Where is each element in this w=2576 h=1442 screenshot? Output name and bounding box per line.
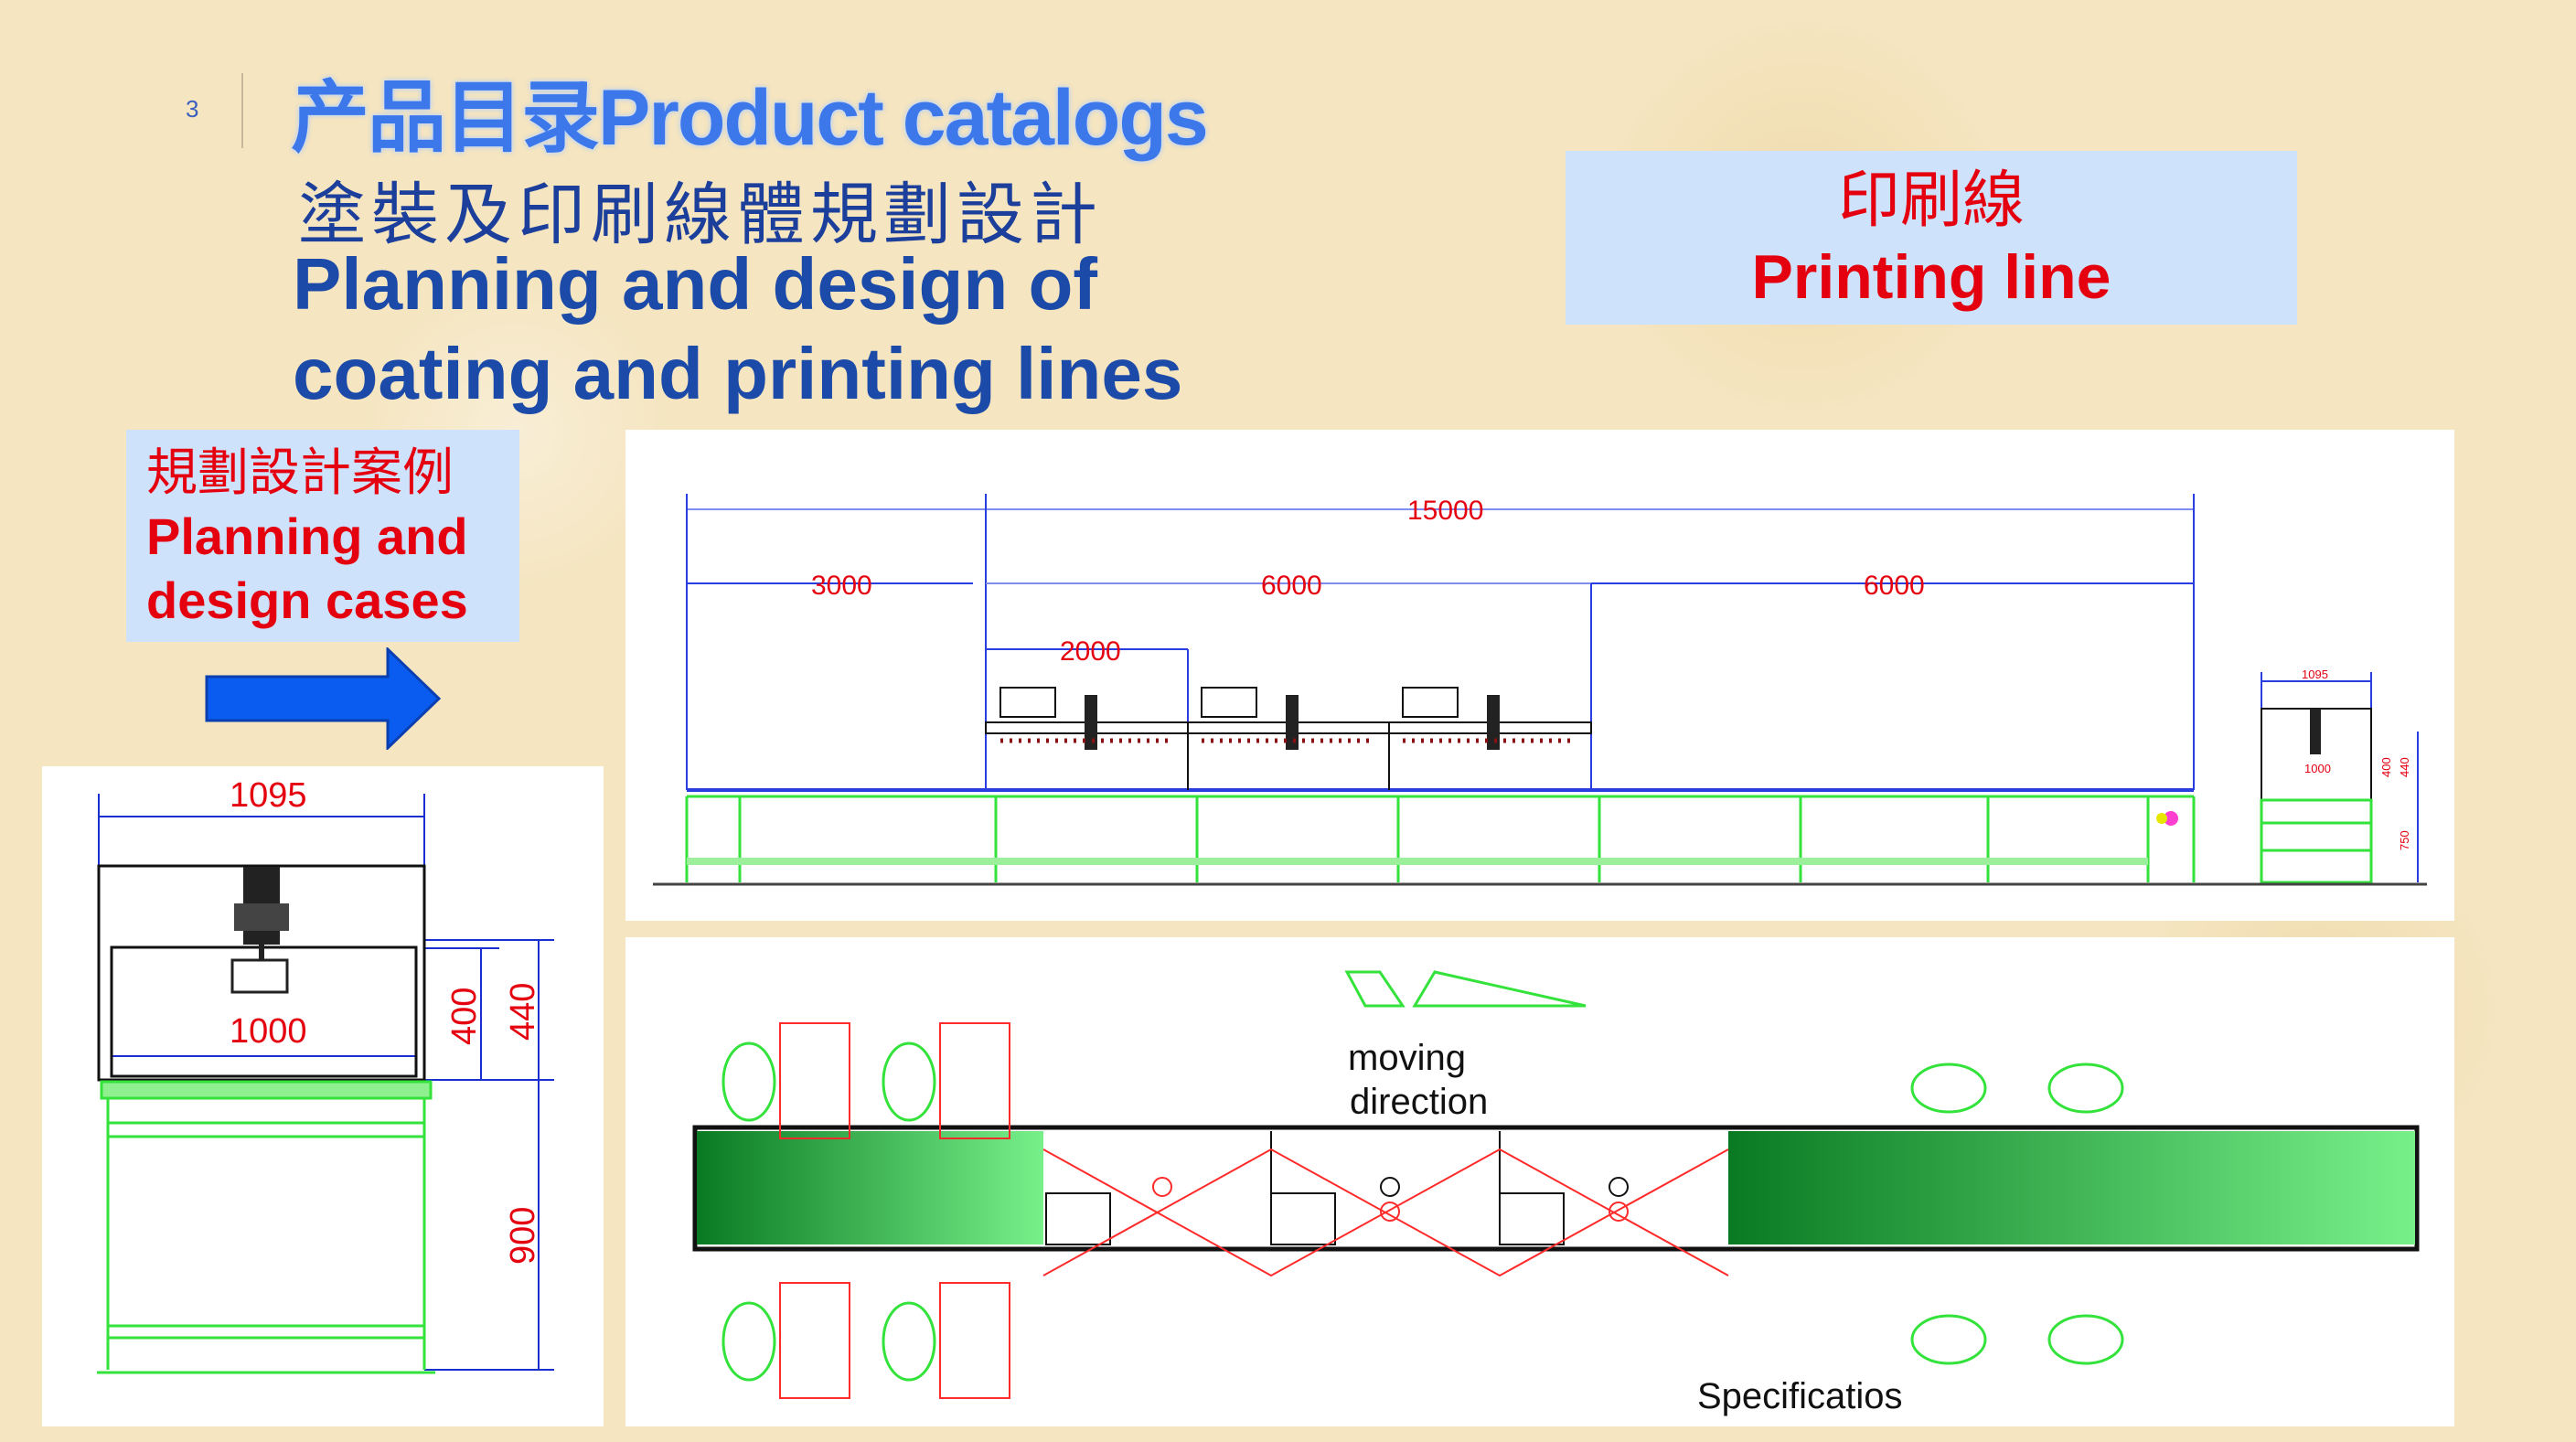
dim-small-h2: 440 [2398,757,2411,777]
design-cases-en-line2: design cases [146,571,468,629]
dim-small-width: 1095 [2302,668,2328,681]
label-moving: moving [1348,1038,1466,1078]
dim-unit: 2000 [1060,636,1121,667]
page-title: 产品目录Product catalogs [291,74,1209,162]
design-cases-en-line1: Planning and [146,507,468,565]
dim-h2: 440 [504,983,542,1041]
dim-small-inner: 1000 [2304,762,2331,775]
dim-small-h1: 400 [2379,757,2393,777]
print-zones [779,1022,1729,1399]
dim-small-leg: 750 [2398,830,2411,850]
dim-h1: 400 [445,988,484,1045]
belt-section-right [1728,1131,2415,1244]
belt-section-left [697,1131,1043,1244]
printing-line-label: 印刷線 Printing line [1566,151,2297,325]
plan-view-drawing: moving direction Specificatios [625,937,2454,1426]
front-view-drawing: 1095 1000 400 440 900 [42,766,604,1426]
operator-icons [721,1041,2124,1382]
label-direction: direction [1350,1082,1488,1122]
slide-number: 3 [186,95,199,123]
design-cases-label: 規劃設計案例 Planning and design cases [126,430,519,642]
arrow-right-icon [205,647,442,750]
dim-total: 15000 [1407,496,1483,526]
label-specifications: Specificatios [1697,1376,1903,1416]
dim-seg2: 6000 [1261,571,1322,601]
printing-line-zh: 印刷線 [1837,166,2025,235]
subtitle-english-line1: Planning and design of [293,243,1097,325]
subtitle-english-line2: coating and printing lines [293,333,1183,414]
title-divider [241,73,243,148]
printing-stations [985,687,2372,801]
dim-inner: 1000 [230,1012,307,1051]
printing-line-en: Printing line [1751,242,2111,312]
dim-leg: 900 [504,1207,542,1265]
direction-arrow-shape [1344,970,1587,1008]
motor-icon [230,867,289,994]
dim-width: 1095 [230,776,307,815]
side-view-drawing: 15000 3000 6000 6000 2000 1095 1000 400 … [625,430,2454,921]
dim-seg1: 3000 [811,571,872,601]
design-cases-zh: 規劃設計案例 [146,443,454,501]
dim-seg3: 6000 [1864,571,1925,601]
subtitle-chinese: 塗裝及印刷線體規劃設計 [298,176,1103,254]
